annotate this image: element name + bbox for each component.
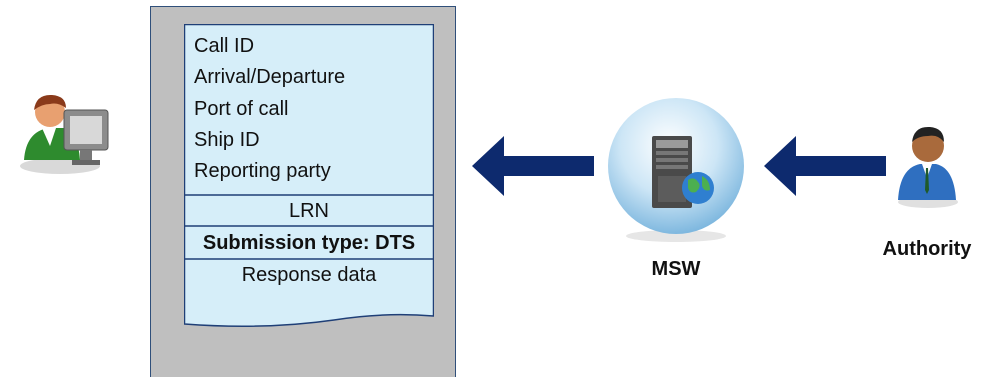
response-data-section: Response data bbox=[241, 264, 377, 286]
field-ship-id: Ship ID bbox=[194, 129, 260, 151]
submission-type-section: Submission type: DTS bbox=[202, 232, 416, 254]
field-arrival-departure: Arrival/Departure bbox=[194, 66, 346, 88]
msw-server-icon bbox=[606, 96, 746, 246]
authority-label: Authority bbox=[882, 238, 972, 260]
message-document: Call ID Arrival/Departure Port of call S… bbox=[184, 24, 434, 330]
field-reporting-party: Reporting party bbox=[194, 160, 331, 182]
field-call-id: Call ID bbox=[194, 35, 255, 57]
authority-person-icon bbox=[892, 118, 962, 210]
lrn-section: LRN bbox=[288, 200, 329, 222]
field-port-of-call: Port of call bbox=[194, 98, 289, 120]
user-at-computer-icon bbox=[14, 88, 114, 178]
arrow-left-icon bbox=[472, 136, 594, 196]
msw-label: MSW bbox=[651, 258, 701, 280]
arrow-left-icon bbox=[764, 136, 886, 196]
